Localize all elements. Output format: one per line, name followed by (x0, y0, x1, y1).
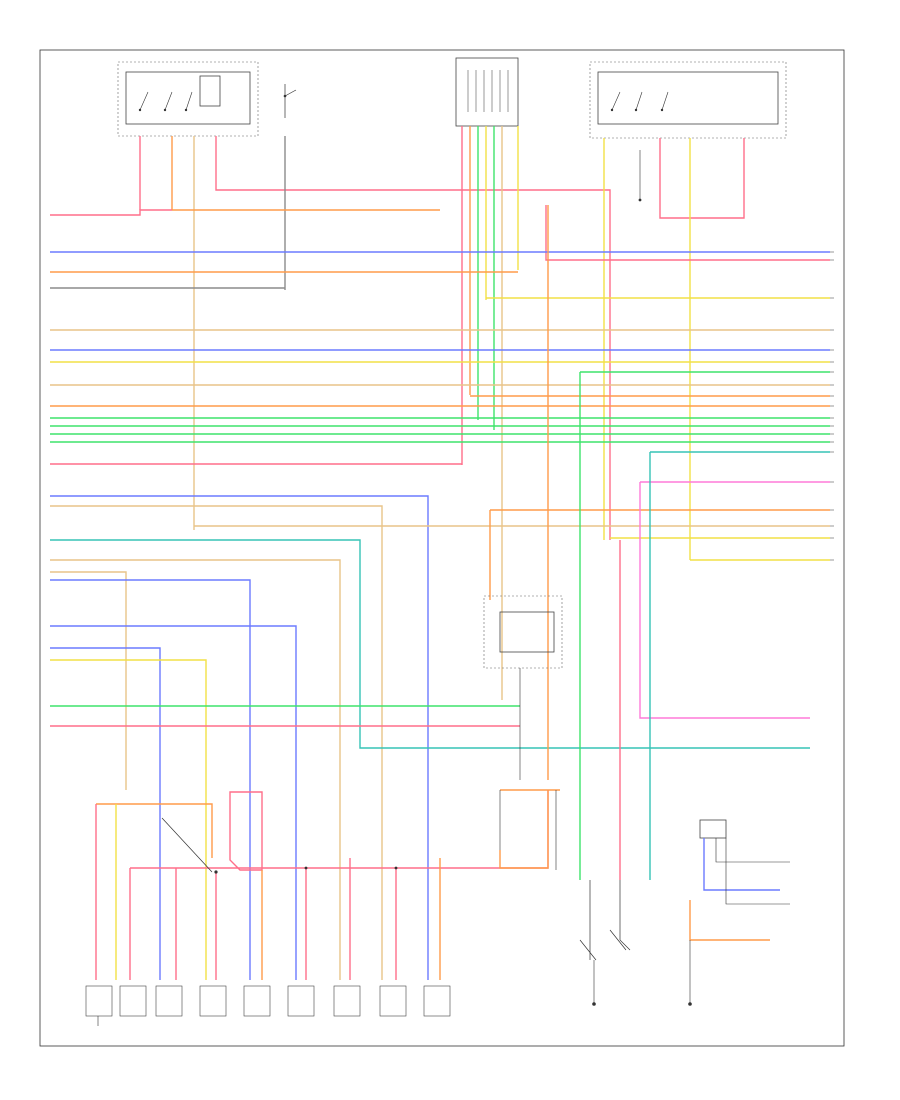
top-right-fuse-block (589, 61, 787, 202)
bottom-component-3 (155, 985, 183, 1017)
mid-relay (483, 595, 563, 870)
bottom-component-1 (85, 985, 113, 1026)
top-left-fuse-block (117, 61, 259, 137)
right-edge-ticks (830, 251, 834, 561)
bottom-component-6 (287, 985, 315, 1017)
bottom-component-9 (423, 985, 451, 1017)
bottom-component-2 (119, 985, 147, 1017)
bottom-component-4 (199, 985, 227, 1017)
bottom-component-7 (333, 985, 361, 1017)
bottom-components (85, 985, 451, 1026)
bottom-component-5 (243, 985, 271, 1017)
bottom-right-section (579, 819, 790, 1006)
pcm-top-connector (455, 57, 519, 127)
top-vertical-wires (139, 126, 830, 700)
lower-harness (95, 790, 549, 980)
diagram-frame (39, 49, 845, 1047)
bottom-component-8 (379, 985, 407, 1017)
ignition-switch (283, 84, 297, 118)
bus-wires (50, 205, 830, 980)
